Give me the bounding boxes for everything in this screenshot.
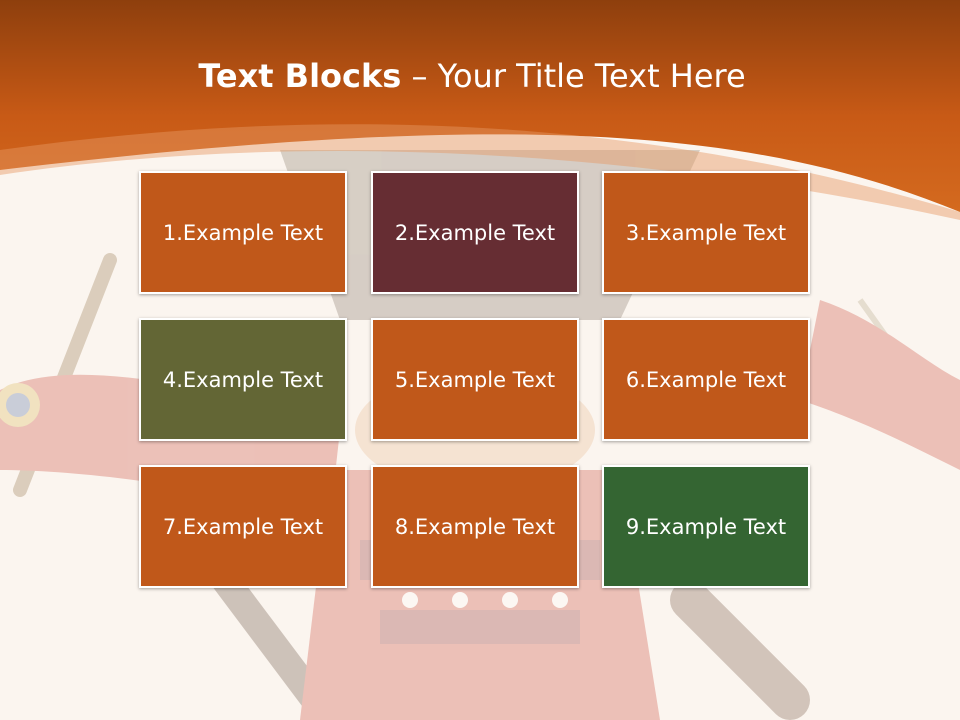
text-block-7-label: 7.Example Text [162, 514, 324, 539]
text-block-6-label: 6.Example Text [625, 367, 787, 392]
text-block-1-label: 1.Example Text [162, 220, 324, 245]
page-title: Text Blocks – Your Title Text Here [0, 54, 944, 98]
text-block-7[interactable]: 7.Example Text [139, 465, 347, 588]
text-block-3[interactable]: 3.Example Text [602, 171, 810, 294]
text-block-6[interactable]: 6.Example Text [602, 318, 810, 441]
text-block-4[interactable]: 4.Example Text [139, 318, 347, 441]
text-block-9[interactable]: 9.Example Text [602, 465, 810, 588]
text-block-3-label: 3.Example Text [625, 220, 787, 245]
title-bold: Text Blocks [198, 57, 402, 95]
header-banner [0, 0, 960, 220]
text-block-8-label: 8.Example Text [394, 514, 556, 539]
text-block-1[interactable]: 1.Example Text [139, 171, 347, 294]
text-block-4-label: 4.Example Text [162, 367, 324, 392]
title-rest: – Your Title Text Here [401, 57, 746, 95]
text-block-2-label: 2.Example Text [394, 220, 556, 245]
text-block-5[interactable]: 5.Example Text [371, 318, 579, 441]
text-block-8[interactable]: 8.Example Text [371, 465, 579, 588]
text-block-5-label: 5.Example Text [394, 367, 556, 392]
text-blocks-grid: 1.Example Text 2.Example Text 3.Example … [139, 171, 815, 593]
text-block-2[interactable]: 2.Example Text [371, 171, 579, 294]
text-block-9-label: 9.Example Text [625, 514, 787, 539]
